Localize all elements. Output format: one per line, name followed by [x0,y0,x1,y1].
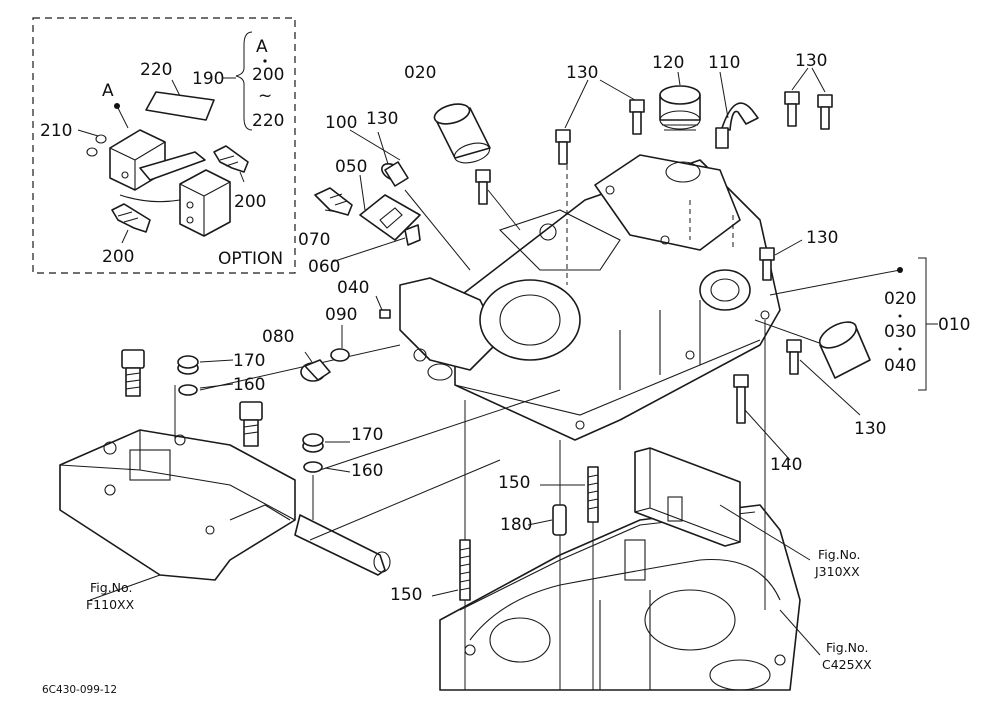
label-190: 190 [192,69,224,89]
bracket-letter: A [256,37,268,57]
marker-a: A [102,81,114,101]
bolt-200 [213,145,249,173]
bracket-start: 200 [252,65,284,85]
label-030: 030 [884,322,916,342]
fig-ref-f110-line1: Fig.No. [90,580,132,595]
plug-100 [381,161,409,187]
nut-170 [302,433,324,453]
leader-lines [199,67,861,597]
label-130-top: 130 [566,63,598,83]
stud-bolt [121,349,145,397]
assembly-bracket-010 [897,257,938,391]
transmission-case [439,504,801,691]
pin-040 [379,309,391,319]
label-080: 080 [262,327,294,347]
fig-ref-f110-line2: F110XX [86,597,135,612]
option-box: A 200 ~ 220 190 220 A 210 [32,17,296,274]
label-130-right-low: 130 [854,419,886,439]
plug-080 [300,359,331,382]
label-160-left: 160 [233,375,265,395]
hose-110 [715,102,759,149]
label-010: 010 [938,315,970,335]
sleeve-040-right [818,321,871,379]
washer-160 [178,384,198,396]
pin-180 [552,504,567,536]
label-180: 180 [500,515,532,535]
label-050: 050 [335,157,367,177]
label-200-top: 200 [234,192,266,212]
label-160-right: 160 [351,461,383,481]
option-valve-block [109,129,231,237]
fig-ref-c425-line1: Fig.No. [826,640,868,655]
option-caption: OPTION [218,249,283,269]
pin-rod [294,514,391,576]
label-130-mid: 130 [366,109,398,129]
label-040-left: 040 [337,278,369,298]
label-170-right: 170 [351,425,383,445]
label-060: 060 [308,257,340,277]
washer-160 [303,461,323,473]
bracket-end: 220 [252,111,284,131]
studs-150 [459,466,599,601]
label-020-right: 020 [884,289,916,309]
fig-ref-c425-line2: C425XX [822,657,872,672]
label-150-top: 150 [498,473,530,493]
o-ring [86,147,98,157]
sleeve-020-top [433,103,491,164]
label-150-bottom: 150 [390,585,422,605]
label-170-left: 170 [233,351,265,371]
label-040-right: 040 [884,356,916,376]
drawing-code: 6C430-099-12 [42,684,117,696]
stud-bolt [239,401,263,447]
o-ring [95,134,107,144]
label-070: 070 [298,230,330,250]
fig-ref-j310-line2: J310XX [814,564,860,579]
mounting-bracket [59,429,296,581]
gasket-sheet [145,91,215,121]
bolts-130-top [475,91,833,424]
cap-120 [659,85,701,131]
label-090: 090 [325,305,357,325]
main-valve-housing [399,154,781,441]
label-200-bottom: 200 [102,247,134,267]
bracket-tilde: ~ [258,86,272,106]
bolt-200 [111,203,151,233]
fig-ref-j310-line1: Fig.No. [818,547,860,562]
label-020-top: 020 [404,63,436,83]
label-210: 210 [40,121,72,141]
cover-050 [359,194,421,246]
sensor-plate [634,447,741,547]
label-130-right-top: 130 [795,51,827,71]
label-120: 120 [652,53,684,73]
label-110: 110 [708,53,740,73]
bolt-070 [314,187,353,216]
washer-090 [330,348,350,362]
assembly-lines [89,129,901,690]
nut-170 [177,355,199,375]
label-130-right-mid: 130 [806,228,838,248]
label-140: 140 [770,455,802,475]
label-220: 220 [140,60,172,80]
label-100: 100 [325,113,357,133]
